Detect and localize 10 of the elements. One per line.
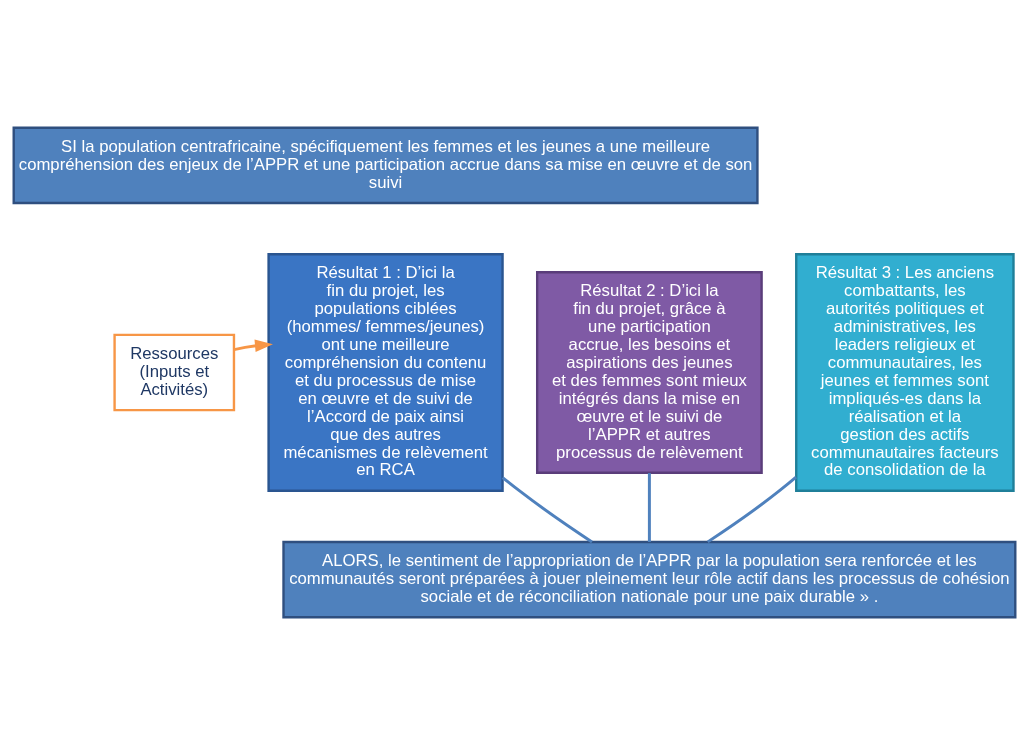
node-box: Résultat 3 : Les anciens combattants, les autorités politiques et administratives, les leaders religieux et communautaires, les jeunes et femmes sont impliqués-es dans la réalisation et la gestion des actifs communautaires facteurs de consolidation de la (795, 252, 1015, 492)
node-box: Résultat 1 : D’ici la fin du projet, les populations ciblées (hommes/ femmes/jeunes) ont une meilleure compréhension du contenu et du processus de mise en œuvre et de suivi de l’Accord de paix ainsi que des autres mécanismes de relèvement en RCA (267, 252, 504, 492)
node-box: Ressources (Inputs et Activités) (113, 333, 236, 411)
node-box: SI la population centrafricaine, spécifiquement les femmes et les jeunes a une meilleure compréhension des enjeux de l’APPR et une participation accrue dans sa mise en œuvre et de son suivi (12, 126, 759, 204)
node-box: ALORS, le sentiment de l’appropriation de l’APPR par la population sera renforcée et les communautés seront préparées à jouer pleinement leur rôle actif dans les processus de cohésion sociale et de réconciliation nationale pour une paix durable » . (282, 540, 1017, 618)
arrow (233, 339, 273, 352)
connector (501, 475, 593, 543)
node-box: Résultat 2 : D’ici la fin du projet, grâce à une participation accrue, les besoins et aspirations des jeunes et des femmes sont mieux intégrés dans la mise en œuvre et le suivi de l’APPR et autres processus de relèvement (536, 270, 763, 474)
connector (647, 472, 651, 542)
connector (706, 475, 797, 543)
